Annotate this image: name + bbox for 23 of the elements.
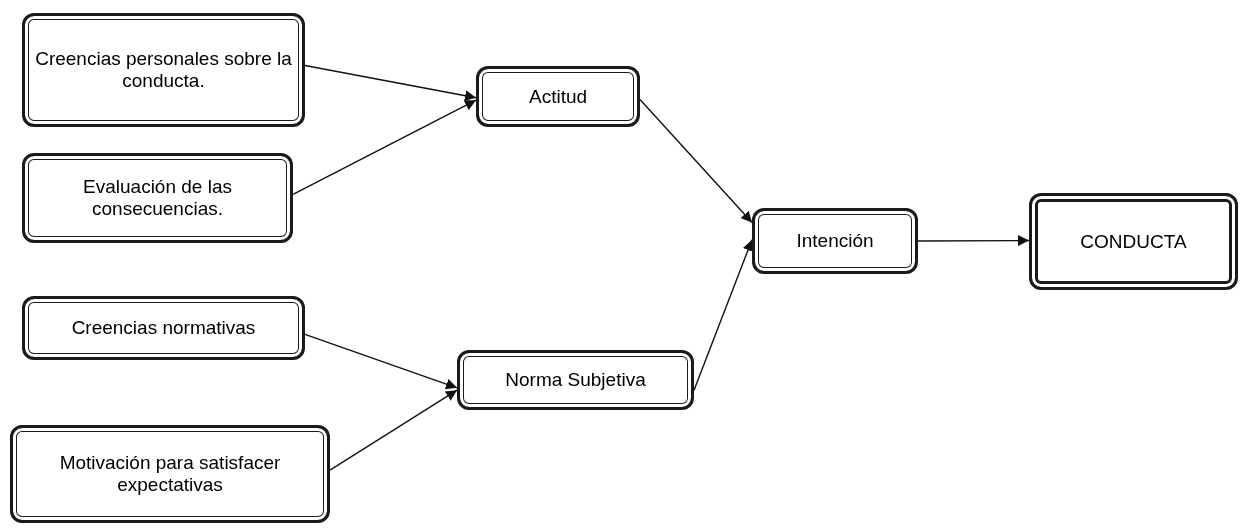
- box-label: Intención: [796, 230, 874, 252]
- arrow: [329, 389, 458, 471]
- rounded-box: [752, 208, 918, 274]
- rounded-box: [457, 350, 694, 410]
- rounded-box: [22, 153, 293, 243]
- arrow: [304, 333, 458, 390]
- rounded-box: [22, 13, 305, 127]
- box-label: CONDUCTA: [1080, 230, 1187, 253]
- arrow: [693, 239, 754, 391]
- arrow: [917, 235, 1030, 247]
- box-label: Motivación para satisfacer expectativas: [58, 452, 282, 496]
- rounded-box: [22, 296, 305, 360]
- rounded-box: [1029, 193, 1238, 290]
- box-label: Creencias personales sobre la conducta.: [35, 48, 292, 92]
- arrow: [304, 64, 477, 102]
- box-label: Creencias normativas: [71, 317, 256, 339]
- rounded-box: [10, 425, 330, 523]
- box-label: Evaluación de las consecuencias.: [82, 176, 233, 220]
- arrow: [639, 98, 753, 224]
- box-label: Norma Subjetiva: [505, 369, 646, 391]
- rounded-box: [476, 66, 640, 127]
- box-label: Actitud: [528, 85, 588, 108]
- arrow: [292, 99, 477, 196]
